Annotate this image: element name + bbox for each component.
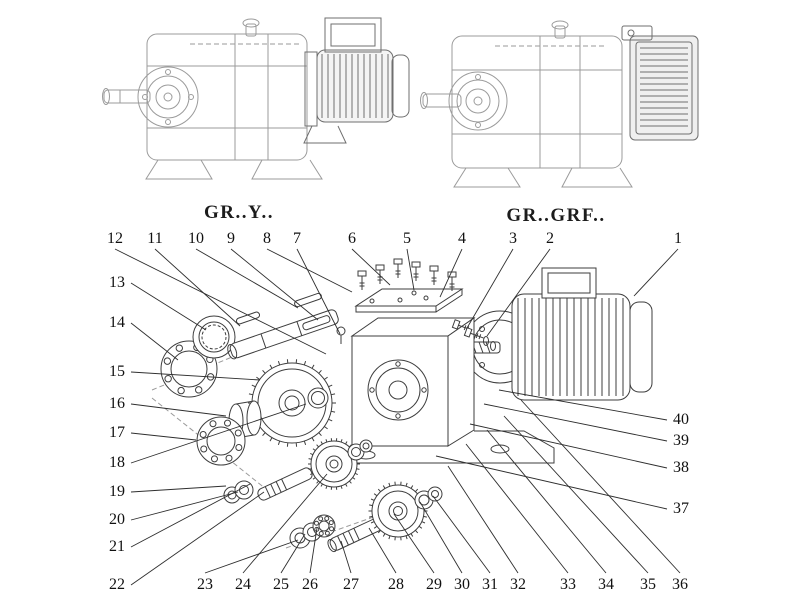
callout-23: 23 — [197, 576, 213, 593]
callout-19: 19 — [109, 483, 125, 500]
callout-33: 33 — [560, 576, 576, 593]
retaining-ring — [307, 387, 329, 409]
helical-gear — [248, 359, 336, 447]
cover-bolts — [357, 258, 457, 291]
gear-housing — [335, 317, 555, 464]
pinion-shaft — [257, 467, 313, 501]
small-ball-bearing — [312, 514, 336, 538]
callout-2: 2 — [546, 230, 554, 247]
callout-25: 25 — [273, 576, 289, 593]
ball-bearing-front — [196, 416, 246, 466]
callout-20: 20 — [109, 511, 125, 528]
callout-10: 10 — [188, 230, 204, 247]
output-gear-assembly — [289, 481, 443, 553]
assembled-view-gr-grf — [420, 20, 633, 188]
callout-31: 31 — [482, 576, 498, 593]
exploded-view — [114, 248, 681, 586]
callout-16: 16 — [109, 395, 125, 412]
motor-fins — [321, 54, 389, 118]
vent-plug — [336, 326, 346, 344]
callout-1: 1 — [674, 230, 682, 247]
motor — [463, 267, 653, 401]
washers — [483, 336, 496, 351]
grf-cover-block — [621, 25, 699, 141]
shaft-key-1 — [235, 311, 261, 325]
motor-fins — [517, 298, 624, 396]
output-gear — [368, 481, 428, 541]
callout-17: 17 — [109, 424, 125, 441]
callout-30: 30 — [454, 576, 470, 593]
callout-4: 4 — [458, 230, 466, 247]
callout-40: 40 — [673, 411, 689, 428]
title-gr-grf: GR..GRF.. — [506, 205, 606, 226]
callout-22: 22 — [109, 576, 125, 593]
callout-29: 29 — [426, 576, 442, 593]
callout-7: 7 — [293, 230, 301, 247]
callout-27: 27 — [343, 576, 359, 593]
callout-28: 28 — [388, 576, 404, 593]
output-shaft — [227, 309, 339, 360]
callout-15: 15 — [109, 363, 125, 380]
title-gr-y: GR..Y.. — [204, 202, 274, 223]
motor-gr-y — [303, 17, 410, 144]
callout-8: 8 — [263, 230, 271, 247]
intermediate-gear-cluster — [223, 438, 373, 504]
callout-21: 21 — [109, 538, 125, 555]
callout-3: 3 — [509, 230, 517, 247]
callout-13: 13 — [109, 274, 125, 291]
leader-lines — [114, 248, 681, 586]
housing-cover-plate — [354, 288, 464, 313]
cover-fins — [640, 47, 688, 127]
callout-37: 37 — [673, 500, 689, 517]
callout-6: 6 — [348, 230, 356, 247]
callout-36: 36 — [672, 576, 688, 593]
callout-5: 5 — [403, 230, 411, 247]
callout-32: 32 — [510, 576, 526, 593]
callout-18: 18 — [109, 454, 125, 471]
callout-34: 34 — [598, 576, 614, 593]
callout-12: 12 — [107, 230, 123, 247]
callout-35: 35 — [640, 576, 656, 593]
oil-seal — [192, 315, 236, 359]
callout-14: 14 — [109, 314, 125, 331]
callout-39: 39 — [673, 432, 689, 449]
callout-24: 24 — [235, 576, 251, 593]
callout-26: 26 — [302, 576, 318, 593]
callout-9: 9 — [227, 230, 235, 247]
motor-bolts — [451, 319, 484, 340]
callout-38: 38 — [673, 459, 689, 476]
shaft-key-2 — [294, 292, 322, 308]
assembled-view-gr-y — [102, 18, 323, 180]
callout-11: 11 — [147, 230, 163, 247]
